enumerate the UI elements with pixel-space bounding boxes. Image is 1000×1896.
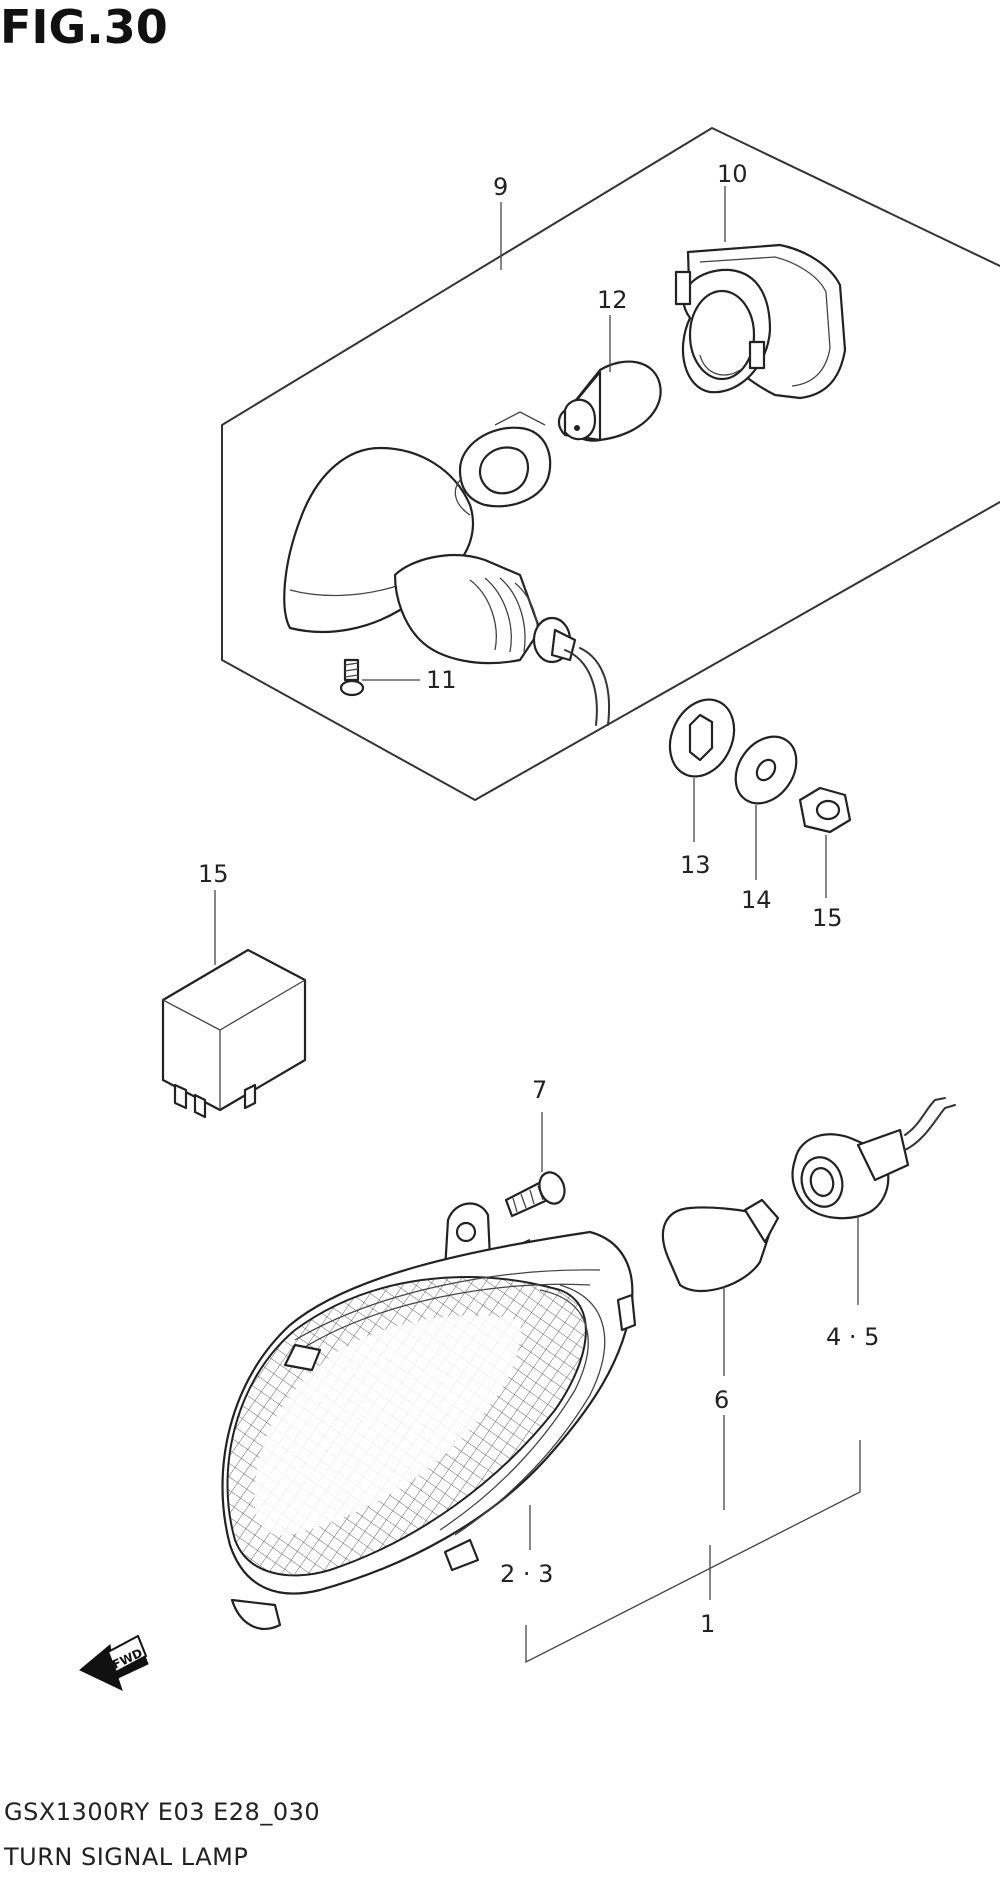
front-turn-signal-lens[interactable] xyxy=(221,1202,637,1630)
assembly-8-frame xyxy=(221,127,1000,801)
callout-10: 11 xyxy=(426,666,457,694)
leader-lines xyxy=(214,186,861,1664)
callout-1: 1 xyxy=(700,1610,715,1638)
fwd-arrow-icon: FWD xyxy=(79,1634,149,1691)
nut-14[interactable] xyxy=(798,786,852,834)
screw-7[interactable] xyxy=(504,1169,569,1218)
callout-15-main: 15 xyxy=(198,860,229,888)
bulb-11[interactable] xyxy=(557,360,662,442)
callout-2-3: 2 · 3 xyxy=(500,1560,553,1588)
relay-15[interactable] xyxy=(161,948,307,1119)
gasket-9[interactable] xyxy=(674,243,847,400)
callout-11: 12 xyxy=(597,286,628,314)
callout-7: 7 xyxy=(532,1076,547,1104)
washer-13[interactable] xyxy=(723,725,809,815)
socket-4-5[interactable] xyxy=(791,1097,956,1220)
callout-8: 9 xyxy=(493,173,508,201)
callout-4-5: 4 · 5 xyxy=(826,1323,879,1351)
callout-12: 13 xyxy=(680,851,711,879)
callout-14: 15 xyxy=(812,904,843,932)
diagram-caption: TURN SIGNAL LAMP xyxy=(4,1843,249,1871)
rear-turn-signal-housing[interactable] xyxy=(283,411,611,726)
washer-12[interactable] xyxy=(658,689,746,787)
screw-10[interactable] xyxy=(339,658,365,697)
callout-13: 14 xyxy=(741,886,772,914)
model-code: GSX1300RY E03 E28_030 xyxy=(4,1798,321,1826)
figure-title: FIG.30 xyxy=(0,0,168,54)
callout-6: 6 xyxy=(714,1386,729,1414)
callout-9: 10 xyxy=(717,160,748,188)
callout-labels: 9 10 12 11 13 14 15 15 15 15 15 15 15 15… xyxy=(198,160,879,1638)
bulb-6[interactable] xyxy=(661,1198,780,1293)
